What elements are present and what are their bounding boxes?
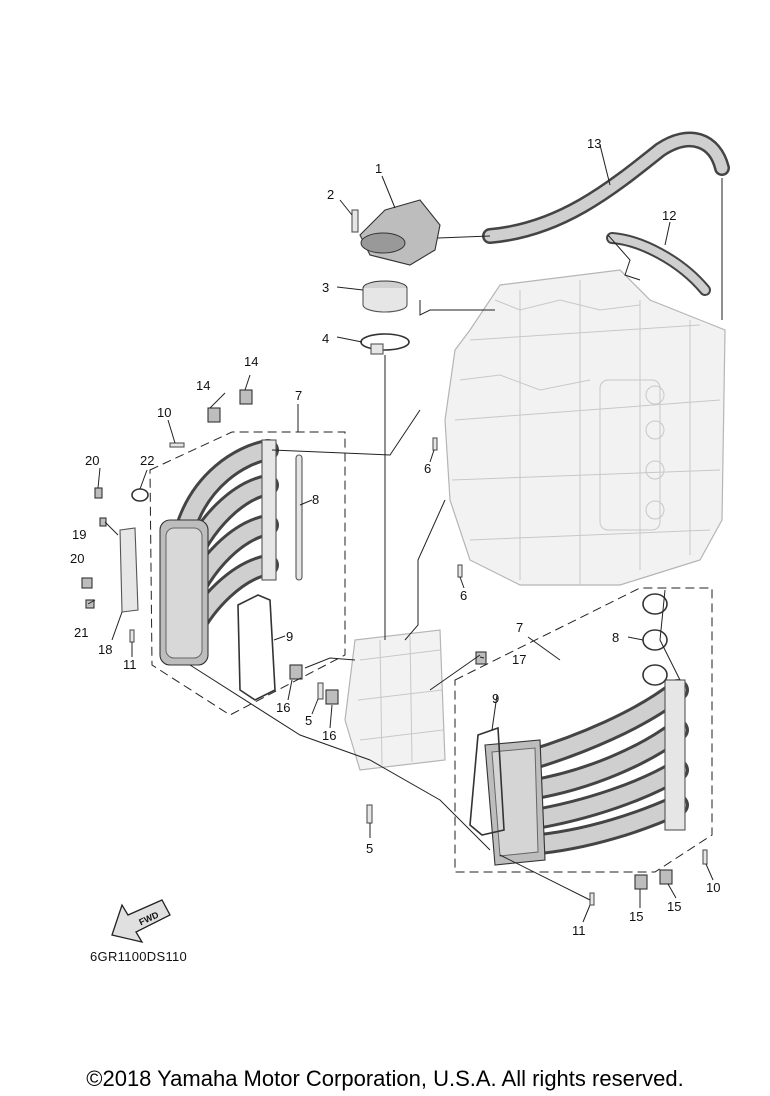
callout-9-left: 9 (286, 629, 293, 644)
fwd-arrow-icon: FWD (111, 899, 171, 943)
callout-2: 2 (327, 187, 334, 202)
callout-16-right: 16 (322, 728, 336, 743)
callout-19: 19 (72, 527, 86, 542)
leader-lines (87, 144, 723, 923)
callout-5-left: 5 (305, 713, 312, 728)
right-intake-manifold-illustration (484, 679, 689, 866)
callout-12: 12 (662, 208, 676, 223)
group-boundaries (149, 431, 713, 873)
callout-11-left: 11 (123, 657, 137, 672)
center-cover-illustration (344, 629, 446, 771)
hose-illustrations (482, 131, 730, 296)
callout-7-left: 7 (295, 388, 302, 403)
callout-15-left: 15 (629, 909, 643, 924)
callout-18: 18 (98, 642, 112, 657)
callout-14-left: 14 (196, 378, 210, 393)
engine-block-illustration (444, 269, 726, 586)
callout-11-right: 11 (572, 923, 586, 938)
callout-13: 13 (587, 136, 601, 151)
left-intake-manifold-illustration (159, 439, 279, 666)
callout-14-right: 14 (244, 354, 258, 369)
callout-22: 22 (140, 453, 154, 468)
callout-21: 21 (74, 625, 88, 640)
callout-7-right: 7 (516, 620, 523, 635)
callout-16-left: 16 (276, 700, 290, 715)
diagram-code: 6GR1100DS110 (90, 949, 188, 964)
copyright-notice: ©2018 Yamaha Motor Corporation, U.S.A. A… (86, 1066, 684, 1091)
callout-10-right: 10 (706, 880, 720, 895)
callout-8-left: 8 (312, 492, 319, 507)
callout-labels: 1 2 3 4 5 5 6 6 7 7 8 8 9 9 10 10 11 11 … (70, 136, 720, 938)
callout-6-upper: 6 (424, 461, 431, 476)
callout-1: 1 (375, 161, 382, 176)
callout-17: 17 (512, 652, 526, 667)
callout-15-right: 15 (667, 899, 681, 914)
callout-6-lower: 6 (460, 588, 467, 603)
callout-5-bottom: 5 (366, 841, 373, 856)
callout-10-left: 10 (157, 405, 171, 420)
callout-8-right: 8 (612, 630, 619, 645)
callout-20-lower: 20 (70, 551, 84, 566)
callout-9-right: 9 (492, 691, 499, 706)
callout-3: 3 (322, 280, 329, 295)
callout-20-upper: 20 (85, 453, 99, 468)
callout-4: 4 (322, 331, 329, 346)
